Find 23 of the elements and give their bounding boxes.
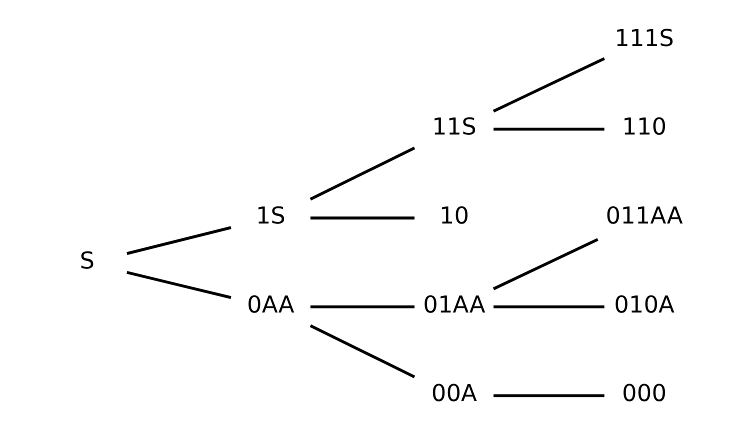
connector [494,394,604,398]
node-text: 010A [614,291,674,318]
connector [310,305,414,308]
connector [310,324,416,378]
node-text: 00A [431,380,478,408]
connector [310,216,414,220]
connector [310,146,416,200]
node-text: 011AA [606,202,683,230]
node-text: 0AA [247,291,294,318]
connector [126,271,232,300]
connector [492,57,605,112]
node-text: 110 [622,114,667,141]
connector [494,128,604,131]
connector [492,238,598,290]
node-text: 11S [432,114,476,141]
connector [126,226,232,255]
node-text: 01AA [423,291,486,318]
node-text: S [80,248,95,275]
node-text: 111S [614,24,674,52]
connector [494,305,604,308]
node-text: 10 [439,202,470,230]
node-text: 1S [256,202,286,230]
node-text: 000 [622,380,667,408]
